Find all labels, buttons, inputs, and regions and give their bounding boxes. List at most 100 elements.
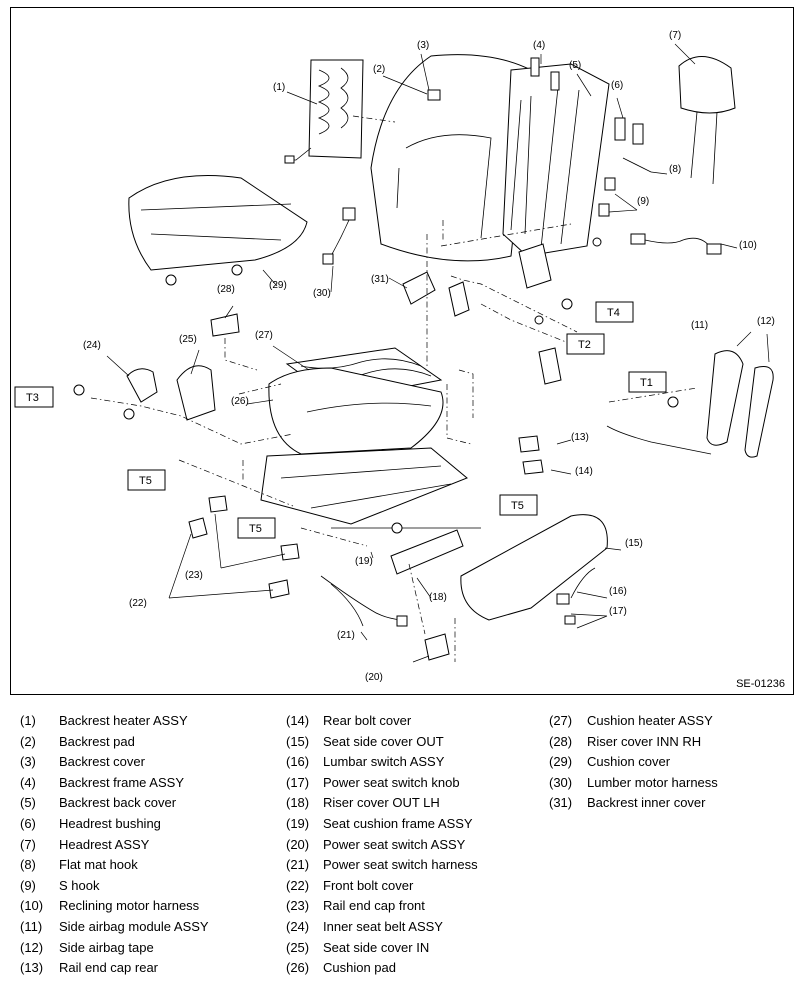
torque-label-t5: T5 [511, 500, 524, 512]
legend-part-name: Power seat switch ASSY [323, 836, 466, 852]
callout-18: (18) [429, 592, 447, 603]
lumber-motor-harness-part [322, 207, 356, 265]
legend-number: (25) [286, 939, 310, 955]
torque-labels: T3 T5 T5 T5 T2 T4 T1 [26, 307, 653, 535]
callout-20: (20) [365, 672, 383, 683]
power-seat-switch-harness-part [320, 575, 408, 627]
legend-part-name: Seat side cover OUT [323, 733, 444, 749]
legend-part-name: Backrest frame ASSY [59, 774, 184, 790]
legend-part-name: S hook [59, 877, 100, 893]
legend-number: (11) [20, 918, 43, 934]
legend-number: (10) [20, 898, 44, 914]
legend-part-name: Riser cover OUT LH [323, 795, 440, 811]
backrest-frame-part [502, 57, 610, 257]
legend-part-name: Rail end cap front [323, 898, 425, 914]
legend-number: (12) [20, 939, 44, 955]
side-airbag-tape-part [744, 366, 774, 458]
torque-label-t1: T1 [640, 377, 653, 389]
headrest-bushing-part [598, 117, 652, 217]
legend-part-name: Rear bolt cover [323, 713, 412, 728]
legend-number: (30) [549, 774, 573, 790]
callout-4: (4) [533, 40, 545, 51]
callout-2: (2) [373, 64, 385, 75]
legend-part-name: Lumber motor harness [587, 774, 718, 790]
legend-number: (9) [20, 877, 36, 893]
legend-number: (28) [549, 733, 573, 749]
legend-number: (29) [549, 754, 573, 770]
callout-19: (19) [355, 556, 373, 567]
legend-number: (14) [286, 713, 310, 728]
seat-cushion-frame-part [260, 447, 481, 534]
callout-25: (25) [179, 334, 197, 345]
callout-6: (6) [611, 80, 623, 91]
callout-7: (7) [669, 30, 681, 41]
legend-part-name: Seat side cover IN [323, 939, 430, 955]
assembly-lines [90, 115, 698, 662]
legend-number: (7) [20, 836, 36, 852]
backrest-inner-cover-part [402, 271, 470, 317]
legend-part-name: Side airbag tape [59, 939, 154, 955]
diagram-reference-code: SE-01236 [736, 678, 785, 690]
legend-number: (22) [286, 877, 310, 893]
cushion-cover-part [128, 175, 308, 286]
legend-part-name: Reclining motor harness [59, 898, 200, 914]
callout-26: (26) [231, 396, 249, 407]
legend-part-name: Cushion heater ASSY [587, 713, 713, 728]
recliner-bracket-part [518, 237, 602, 385]
legend-part-name: Power seat switch harness [323, 857, 478, 873]
legend-number: (8) [20, 857, 36, 873]
legend-number: (19) [286, 815, 310, 831]
riser-cover-inn-part [210, 313, 240, 337]
callout-21: (21) [337, 630, 355, 641]
backrest-cover-part [370, 54, 532, 262]
legend-part-name: Lumbar switch ASSY [323, 754, 445, 770]
legend-number: (20) [286, 836, 310, 852]
legend-number: (5) [20, 795, 36, 811]
torque-label-t4: T4 [607, 307, 620, 319]
power-seat-switch-part [424, 633, 450, 661]
parts-legend: (1)Backrest heater ASSY (2)Backrest pad … [0, 711, 804, 981]
inner-seat-belt-part [73, 368, 158, 420]
legend-number: (23) [286, 898, 310, 914]
legend-part-name: Power seat switch knob [323, 774, 460, 790]
legend-part-name: Seat cushion frame ASSY [323, 815, 473, 831]
legend-part-name: Cushion pad [323, 960, 396, 976]
callout-24: (24) [83, 340, 101, 351]
callout-27: (27) [255, 330, 273, 341]
rail-end-cap-part [188, 435, 544, 599]
callout-5: (5) [569, 60, 581, 71]
legend-part-name: Inner seat belt ASSY [323, 918, 443, 934]
legend-part-name: Backrest inner cover [587, 795, 706, 811]
seat-exploded-view: (1) (2) (3) (4) (5) (6) (7) (8) (9) (10)… [14, 30, 775, 683]
legend-part-name: Cushion cover [587, 754, 671, 770]
reclining-motor-harness-part [630, 233, 722, 255]
riser-cover-out-part [390, 529, 464, 575]
callout-14: (14) [575, 466, 593, 477]
legend-part-name: Rail end cap rear [59, 960, 158, 976]
legend-number: (1) [20, 713, 36, 728]
legend-number: (3) [20, 754, 36, 770]
callout-13: (13) [571, 432, 589, 443]
torque-boxes [14, 301, 667, 539]
callout-3: (3) [417, 40, 429, 51]
callout-labels: (1) (2) (3) (4) (5) (6) (7) (8) (9) (10)… [83, 30, 775, 683]
torque-label-t2: T2 [578, 339, 591, 351]
legend-part-name: Backrest pad [59, 733, 135, 749]
callout-16: (16) [609, 586, 627, 597]
legend-number: (15) [286, 733, 310, 749]
backrest-heater-part [284, 59, 364, 164]
legend-number: (27) [549, 713, 573, 728]
callout-29: (29) [269, 280, 287, 291]
legend-number: (2) [20, 733, 36, 749]
legend-part-name: Backrest back cover [59, 795, 177, 811]
legend-part-name: Riser cover INN RH [587, 733, 702, 749]
torque-label-t5: T5 [249, 523, 262, 535]
legend-part-name: Side airbag module ASSY [59, 918, 209, 934]
legend-number: (17) [286, 774, 310, 790]
legend-number: (26) [286, 960, 310, 976]
legend-number: (16) [286, 754, 310, 770]
legend-part-name: Backrest heater ASSY [59, 713, 188, 728]
callout-30: (30) [313, 288, 331, 299]
leader-lines [106, 43, 770, 663]
legend-number: (4) [20, 774, 36, 790]
